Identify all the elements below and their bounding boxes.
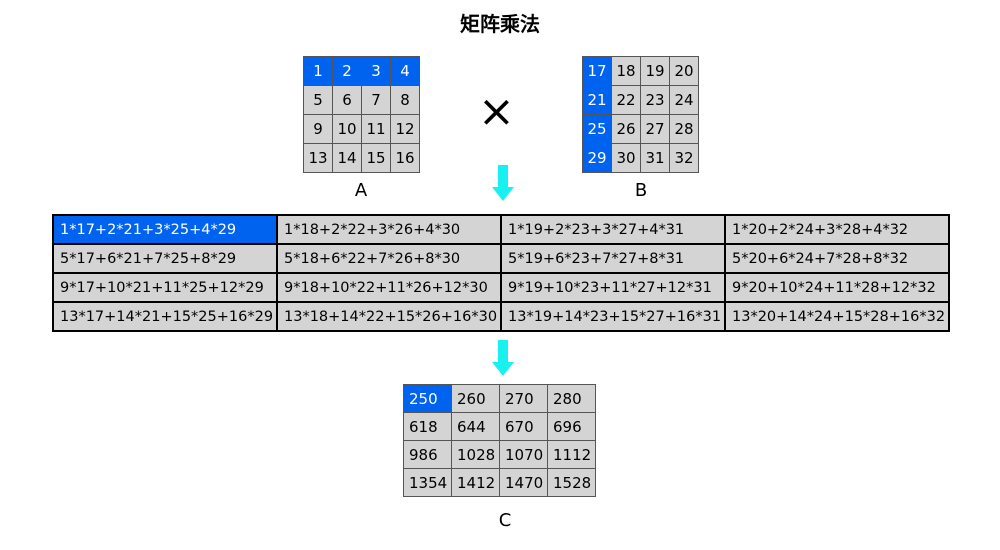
- formula-cell: 13*19+14*23+15*27+16*31: [500, 301, 726, 332]
- matrix-b-cell: 28: [669, 114, 699, 144]
- matrix-c-cell: 670: [499, 412, 548, 441]
- formula-cell: 5*17+6*21+7*25+8*29: [52, 243, 278, 274]
- matrix-c-cell: 1028: [451, 440, 500, 469]
- matrix-a-label: A: [354, 180, 368, 201]
- matrix-a-cell: 6: [332, 85, 362, 115]
- matrix-b-cell: 23: [640, 85, 670, 115]
- matrix-b-cell: 29: [582, 143, 612, 173]
- matrix-c-label: C: [498, 510, 512, 531]
- multiply-symbol: ×: [478, 86, 515, 137]
- matrix-a-cell: 1: [303, 56, 333, 86]
- matrix-c-cell: 280: [547, 384, 596, 413]
- matrix-a-cell: 4: [390, 56, 420, 86]
- matrix-b-cell: 17: [582, 56, 612, 86]
- formula-cell: 9*20+10*24+11*28+12*32: [724, 272, 950, 303]
- formula-cell: 13*20+14*24+15*28+16*32: [724, 301, 950, 332]
- formula-cell: 1*17+2*21+3*25+4*29: [52, 214, 278, 245]
- matrix-b-cell: 21: [582, 85, 612, 115]
- matrix-a-cell: 16: [390, 143, 420, 173]
- matrix-b-cell: 32: [669, 143, 699, 173]
- matrix-b-cell: 25: [582, 114, 612, 144]
- arrow-down-icon: [492, 165, 514, 201]
- matrix-a-cell: 13: [303, 143, 333, 173]
- matrix-c-cell: 250: [403, 384, 452, 413]
- matrix-c-cell: 1412: [451, 468, 500, 497]
- matrix-a-cell: 12: [390, 114, 420, 144]
- matrix-a-cell: 8: [390, 85, 420, 115]
- matrix-a-cell: 10: [332, 114, 362, 144]
- formula-cell: 9*17+10*21+11*25+12*29: [52, 272, 278, 303]
- matrix-a-cell: 5: [303, 85, 333, 115]
- matrix-c: 250 260 270 280 618 644 670 696 986 1028…: [403, 384, 596, 497]
- matrix-c-cell: 1070: [499, 440, 548, 469]
- matrix-c-cell: 986: [403, 440, 452, 469]
- matrix-a-cell: 3: [361, 56, 391, 86]
- formula-cell: 9*19+10*23+11*27+12*31: [500, 272, 726, 303]
- matrix-a-cell: 14: [332, 143, 362, 173]
- matrix-a-cell: 15: [361, 143, 391, 173]
- matrix-b-cell: 31: [640, 143, 670, 173]
- matrix-b-cell: 18: [611, 56, 641, 86]
- matrix-c-cell: 618: [403, 412, 452, 441]
- formula-cell: 13*17+14*21+15*25+16*29: [52, 301, 278, 332]
- matrix-b-cell: 19: [640, 56, 670, 86]
- matrix-c-cell: 1354: [403, 468, 452, 497]
- formula-cell: 9*18+10*22+11*26+12*30: [276, 272, 502, 303]
- matrix-c-cell: 1112: [547, 440, 596, 469]
- formula-cell: 1*20+2*24+3*28+4*32: [724, 214, 950, 245]
- matrix-c-cell: 1528: [547, 468, 596, 497]
- formula-cell: 1*18+2*22+3*26+4*30: [276, 214, 502, 245]
- matrix-b: 17 18 19 20 21 22 23 24 25 26 27 28 29 3…: [582, 56, 699, 173]
- formula-matrix: 1*17+2*21+3*25+4*29 1*18+2*22+3*26+4*30 …: [52, 214, 950, 332]
- formula-cell: 5*20+6*24+7*28+8*32: [724, 243, 950, 274]
- matrix-b-cell: 27: [640, 114, 670, 144]
- matrix-a-cell: 9: [303, 114, 333, 144]
- matrix-b-cell: 30: [611, 143, 641, 173]
- matrix-a-cell: 2: [332, 56, 362, 86]
- matrix-c-cell: 270: [499, 384, 548, 413]
- formula-cell: 1*19+2*23+3*27+4*31: [500, 214, 726, 245]
- arrow-down-icon: [492, 340, 514, 376]
- matrix-b-cell: 24: [669, 85, 699, 115]
- formula-cell: 5*19+6*23+7*27+8*31: [500, 243, 726, 274]
- matrix-b-cell: 26: [611, 114, 641, 144]
- matrix-c-cell: 644: [451, 412, 500, 441]
- diagram-title: 矩阵乘法: [460, 12, 540, 36]
- formula-cell: 5*18+6*22+7*26+8*30: [276, 243, 502, 274]
- formula-cell: 13*18+14*22+15*26+16*30: [276, 301, 502, 332]
- matrix-a-cell: 11: [361, 114, 391, 144]
- matrix-a: 1 2 3 4 5 6 7 8 9 10 11 12 13 14 15 16: [303, 56, 420, 173]
- matrix-c-cell: 1470: [499, 468, 548, 497]
- matrix-b-cell: 22: [611, 85, 641, 115]
- matrix-b-cell: 20: [669, 56, 699, 86]
- matrix-b-label: B: [634, 180, 648, 201]
- matrix-c-cell: 696: [547, 412, 596, 441]
- matrix-c-cell: 260: [451, 384, 500, 413]
- matrix-a-cell: 7: [361, 85, 391, 115]
